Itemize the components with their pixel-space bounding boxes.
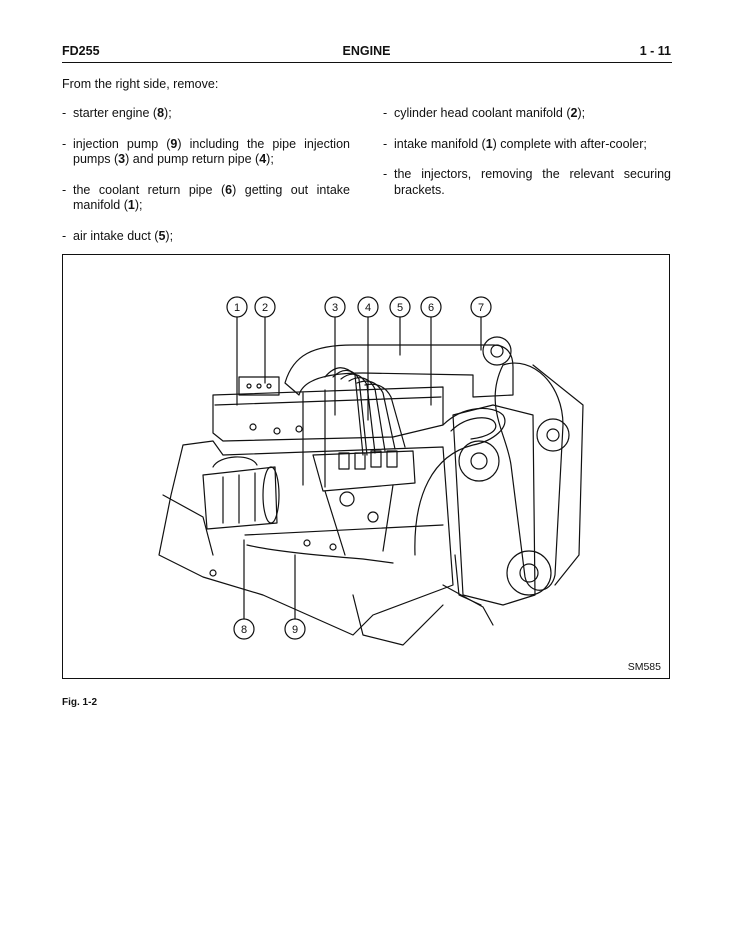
engine-figure: 1 2 3 4 5 6 7 8 9 SM585	[62, 254, 670, 679]
callout-label: 4	[365, 302, 371, 314]
callout-5: 5	[389, 296, 411, 318]
part-number: 4	[259, 152, 267, 166]
callout-9: 9	[284, 618, 306, 640]
step-text: injection pump (9) including the pipe in…	[73, 137, 350, 168]
model-label: FD255	[62, 44, 100, 58]
step-dash: -	[383, 167, 388, 181]
step-text: air intake duct (5);	[73, 229, 350, 245]
step-text-segment: ) including the pipe injection pumps (	[73, 136, 350, 167]
callout-label: 6	[428, 302, 434, 314]
step-text: intake manifold (1) complete with after-…	[394, 137, 671, 153]
figure-code: SM585	[627, 661, 661, 673]
callout-2: 2	[254, 296, 276, 318]
step-text-segment: );	[165, 228, 174, 243]
section-title: ENGINE	[342, 44, 391, 58]
engine-illustration: 1 2 3 4 5 6 7 8 9	[158, 296, 584, 646]
step-text-segment: );	[266, 152, 274, 166]
step-text: cylinder head coolant manifold (2);	[394, 106, 671, 122]
step-dash: -	[62, 182, 67, 197]
step-text: starter engine (8);	[73, 106, 350, 122]
callout-label: 1	[234, 302, 240, 314]
step-dash: -	[62, 136, 67, 151]
page-header: FD255 ENGINE 1 - 11	[62, 44, 671, 62]
callout-label: 2	[262, 302, 268, 314]
callout-label: 9	[292, 624, 298, 636]
step-text-segment: intake manifold (	[394, 136, 486, 151]
step-text-segment: air intake duct (	[73, 228, 159, 243]
step-item: -the coolant return pipe (6) getting out…	[62, 183, 350, 214]
step-text-segment: );	[164, 106, 172, 120]
step-item: -air intake duct (5);	[62, 229, 350, 245]
step-dash: -	[383, 106, 388, 120]
step-text-segment: the injectors, removing the relevant sec…	[394, 167, 671, 197]
step-dash: -	[383, 136, 388, 151]
callout-label: 8	[241, 624, 247, 636]
step-text-segment: cylinder head coolant manifold (	[394, 106, 571, 120]
step-item: -cylinder head coolant manifold (2);	[383, 106, 671, 122]
callout-7: 7	[470, 296, 492, 318]
step-text-segment: );	[134, 198, 143, 212]
callout-4: 4	[357, 296, 379, 318]
callout-label: 7	[478, 302, 484, 314]
step-item: -the injectors, removing the relevant se…	[383, 167, 671, 198]
step-item: -intake manifold (1) complete with after…	[383, 137, 671, 153]
header-rule	[62, 62, 672, 63]
steps-left-column: -starter engine (8);-injection pump (9) …	[62, 106, 350, 259]
part-number: 6	[225, 182, 233, 197]
step-text-segment: ) complete with after-cooler;	[492, 136, 647, 151]
step-text-segment: ) getting out intake manifold (	[73, 182, 350, 213]
figure-caption: Fig. 1-2	[62, 697, 98, 708]
callout-label: 3	[332, 302, 338, 314]
step-text-segment: injection pump (	[73, 136, 171, 151]
step-text: the coolant return pipe (6) getting out …	[73, 183, 350, 214]
intro-text: From the right side, remove:	[62, 77, 219, 91]
callout-1: 1	[226, 296, 248, 318]
callout-label: 5	[397, 302, 403, 314]
step-dash: -	[62, 228, 67, 243]
part-number: 3	[118, 152, 126, 166]
step-text-segment: ) and pump return pipe (	[125, 152, 260, 166]
step-text-segment: starter engine (	[73, 106, 158, 120]
step-text-segment: );	[577, 106, 586, 120]
part-number: 8	[157, 106, 165, 120]
callout-6: 6	[420, 296, 442, 318]
step-item: -injection pump (9) including the pipe i…	[62, 137, 350, 168]
callout-8: 8	[233, 618, 255, 640]
step-text-segment: the coolant return pipe (	[73, 182, 226, 197]
part-number: 1	[127, 198, 135, 212]
part-number: 1	[485, 136, 493, 151]
part-number: 9	[170, 136, 178, 151]
callout-3: 3	[324, 296, 346, 318]
step-text: the injectors, removing the relevant sec…	[394, 167, 671, 198]
steps-right-column: -cylinder head coolant manifold (2);-int…	[383, 106, 671, 213]
step-dash: -	[62, 106, 67, 120]
page-number: 1 - 11	[639, 44, 671, 58]
step-item: -starter engine (8);	[62, 106, 350, 122]
part-number: 2	[570, 106, 578, 120]
part-number: 5	[158, 228, 166, 243]
